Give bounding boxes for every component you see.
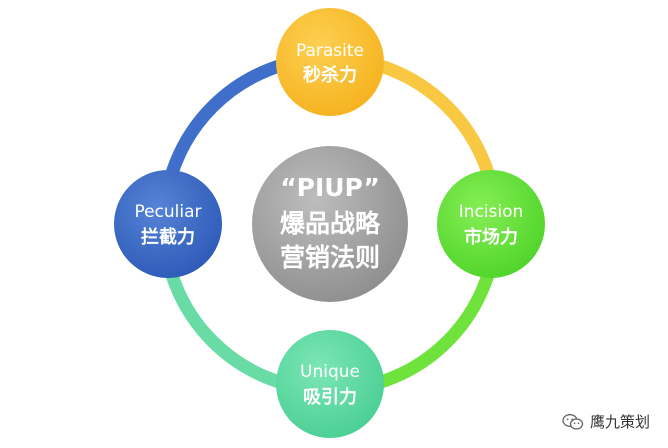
- node-unique-zh: 吸引力: [303, 387, 357, 408]
- node-parasite-en: Parasite: [296, 41, 364, 61]
- wechat-icon: [562, 413, 584, 430]
- watermark: 鹰九策划: [562, 411, 650, 432]
- node-peculiar-zh: 拦截力: [141, 226, 195, 248]
- node-unique: Unique 吸引力: [276, 330, 384, 438]
- node-incision: Incision 市场力: [437, 170, 545, 278]
- center-line-2: 爆品战略: [280, 209, 381, 238]
- node-unique-en: Unique: [300, 362, 360, 382]
- node-peculiar-en: Peculiar: [134, 202, 201, 222]
- center-line-1: “PIUP”: [280, 173, 380, 202]
- watermark-text: 鹰九策划: [589, 413, 650, 431]
- node-incision-en: Incision: [459, 202, 524, 222]
- node-parasite: Parasite 秒杀力: [276, 8, 384, 116]
- node-incision-zh: 市场力: [464, 226, 518, 248]
- node-parasite-zh: 秒杀力: [303, 64, 357, 86]
- center-node: “PIUP” 爆品战略 营销法则: [252, 146, 408, 302]
- center-line-3: 营销法则: [280, 243, 380, 272]
- node-peculiar: Peculiar 拦截力: [114, 170, 222, 278]
